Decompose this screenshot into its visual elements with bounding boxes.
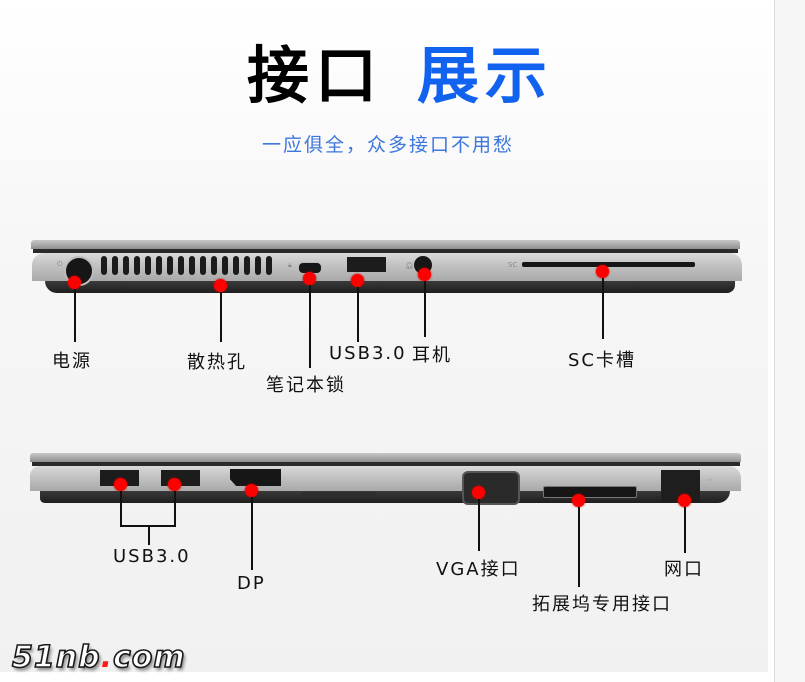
label-power: 电源 (52, 351, 92, 372)
callout-line (684, 507, 686, 553)
laptop-lid (31, 240, 740, 249)
marker-dot (168, 478, 181, 491)
vent-slot (266, 256, 272, 275)
vent-slot (123, 256, 129, 275)
vent-slot (244, 256, 250, 275)
marker-dot (351, 274, 364, 287)
lock-icon: 🔒︎ (288, 261, 292, 269)
marker-dot (678, 494, 691, 507)
vent-slot (211, 256, 217, 275)
label-dock: 拓展坞专用接口 (532, 594, 672, 615)
lid-seam (33, 249, 738, 253)
marker-dot (418, 268, 431, 281)
page-title: 接口展示 (0, 36, 800, 116)
marker-dot (472, 486, 485, 499)
label-vga: VGA接口 (436, 559, 521, 580)
callout-line (309, 285, 311, 368)
side-panel (775, 0, 805, 682)
callout-line (578, 507, 580, 587)
callout-line (74, 289, 76, 342)
sc-engraving: SC (508, 261, 518, 269)
label-dp: DP (237, 573, 266, 594)
vent-slot (222, 256, 228, 275)
label-usb: USB3.0 (113, 546, 191, 567)
label-lan: 网口 (664, 559, 704, 580)
underside-slot (301, 492, 376, 496)
vent-slot (134, 256, 140, 275)
vga-port (462, 471, 520, 505)
title-blue: 展示 (417, 39, 554, 112)
vent-slot (167, 256, 173, 275)
vent-slot (189, 256, 195, 275)
vent-slot (178, 256, 184, 275)
page-subtitle: 一应俱全，众多接口不用愁 (261, 134, 514, 156)
callout-line (220, 292, 222, 342)
label-usb: USB3.0 (329, 343, 407, 364)
sc-card-slot (522, 262, 695, 267)
callout-line (120, 491, 122, 527)
usb-port (347, 257, 386, 272)
vent-slot (112, 256, 118, 275)
headphone-icon: 🎧︎ (405, 262, 414, 270)
title-black: 接口 (246, 39, 383, 112)
vent-slot (200, 256, 206, 275)
callout-line (357, 287, 359, 342)
label-vent: 散热孔 (187, 352, 247, 373)
marker-dot (245, 484, 258, 497)
label-headphone: 耳机 (412, 345, 452, 366)
divider (774, 0, 775, 682)
callout-line (148, 525, 150, 545)
callout-line (478, 499, 480, 551)
marker-dot (303, 272, 316, 285)
vent-slot (145, 256, 151, 275)
marker-dot (114, 478, 127, 491)
network-symbol-icon: ⋯ (706, 476, 713, 484)
vent-slot (101, 256, 107, 275)
callout-line (602, 278, 604, 339)
watermark-logo: 51nb.com (11, 639, 186, 676)
vent-slot (233, 256, 239, 275)
label-sc-slot: SC卡槽 (568, 350, 636, 371)
marker-dot (572, 494, 585, 507)
docking-port (543, 486, 637, 498)
vent-slot (156, 256, 162, 275)
vent-slot (255, 256, 261, 275)
product-banner (0, 0, 768, 672)
callout-line (251, 497, 253, 570)
callout-line (424, 281, 426, 337)
label-lock: 笔记本锁 (266, 375, 346, 396)
callout-line (174, 491, 176, 527)
laptop-lid (30, 453, 741, 462)
displayport (230, 469, 281, 486)
power-symbol-icon: ⏻ (57, 260, 63, 268)
lid-seam (32, 462, 740, 466)
marker-dot (68, 276, 81, 289)
marker-dot (214, 279, 227, 292)
laptop-base (45, 281, 735, 293)
marker-dot (596, 265, 609, 278)
